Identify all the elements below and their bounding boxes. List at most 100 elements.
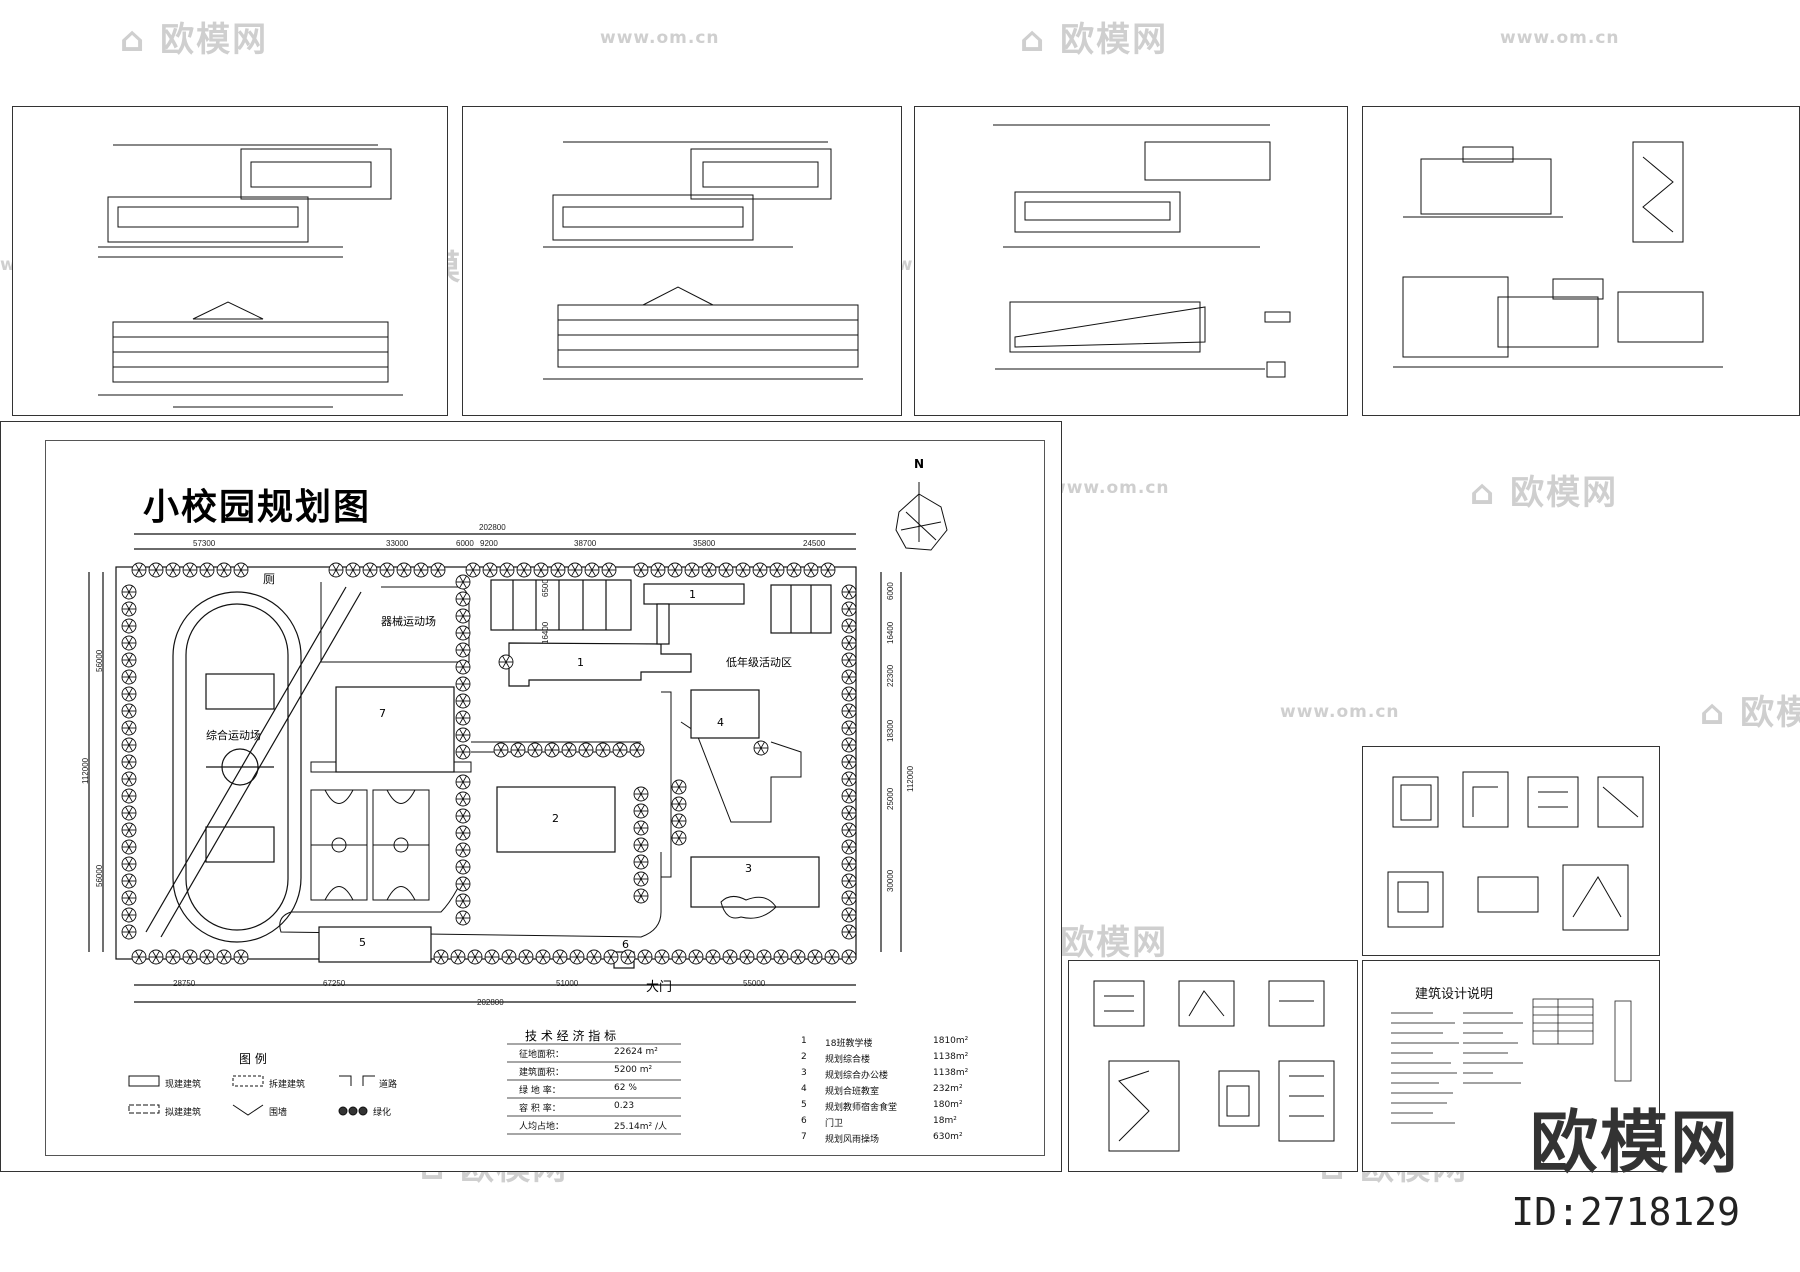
site-plan-linework <box>88 482 948 1135</box>
tech-value: 22624 m² <box>614 1047 658 1057</box>
dim-left: 56000 <box>95 864 104 887</box>
building-list-name: 规划综合办公楼 <box>825 1071 889 1081</box>
sheet-elevations-2 <box>462 106 902 416</box>
running-track <box>172 591 302 943</box>
legend-item: 绿化 <box>373 1108 392 1118</box>
dim-top-seg: 24500 <box>803 539 826 548</box>
dim-top-seg: 33000 <box>386 539 409 548</box>
dim-top-seg: 6000 <box>456 539 474 548</box>
section-drawing <box>1393 141 1723 368</box>
floorplan-drawing <box>993 124 1291 378</box>
building-list-name: 18班教学楼 <box>825 1039 873 1049</box>
building-list-row: 6 门卫 18m² <box>801 1116 981 1132</box>
design-notes-title: 建筑设计说明 <box>1415 987 1494 1002</box>
stair-detail-drawing-2 <box>1093 980 1335 1152</box>
sheet-design-notes: 建筑设计说明 <box>1362 960 1660 1172</box>
design-notes-lines <box>1391 998 1632 1124</box>
tech-label: 绿 地 率： <box>519 1086 561 1096</box>
building-list-no: 6 <box>801 1116 807 1126</box>
building-list-area: 18m² <box>933 1116 957 1126</box>
sheet-floorplans <box>914 106 1348 416</box>
dim-bottom-seg: 55000 <box>743 979 766 988</box>
building-list-area: 630m² <box>933 1132 963 1142</box>
dim-bottom-total: 202800 <box>477 998 504 1007</box>
east-blocks <box>770 584 832 634</box>
watermark-url: www.om.cn <box>1280 702 1400 722</box>
building-list-no: 4 <box>801 1084 807 1094</box>
watermark-logo: ⌂ 欧模网 <box>1020 20 1169 60</box>
building-list-name: 规划合班教室 <box>825 1087 880 1097</box>
watermark-url: www.om.cn <box>600 28 720 48</box>
dim-bottom-seg: 28750 <box>173 979 196 988</box>
tech-table: 征地面积： 22624 m² 建筑面积：5200 m² 绿 地 率： 62 % 容 … <box>519 1044 694 1144</box>
building-list-area: 1138m² <box>933 1052 969 1062</box>
tech-row: 征地面积： 22624 m² <box>519 1044 694 1062</box>
building-list-no: 3 <box>801 1068 807 1078</box>
building-list-area: 180m² <box>933 1100 963 1110</box>
building-list-row: 7 规划风雨操场 630m² <box>801 1132 981 1148</box>
legend-item: 拆建建筑 <box>269 1080 306 1090</box>
watermark-logo: ⌂ 欧模网 <box>1700 693 1800 733</box>
tech-label: 容 积 率： <box>519 1104 561 1114</box>
building-number: 7 <box>379 707 386 720</box>
area-label-sports-field: 综合运动场 <box>206 729 261 742</box>
elevation-drawing-1 <box>98 144 403 408</box>
tech-label: 征地面积： <box>519 1050 565 1060</box>
dim-right: 18300 <box>886 719 895 742</box>
building-list-row: 2 规划综合楼 1138m² <box>801 1052 981 1068</box>
dim-top-seg: 9200 <box>480 539 498 548</box>
dim-left: 56000 <box>95 649 104 672</box>
building-list-name: 规划综合楼 <box>825 1055 871 1065</box>
legend-item: 围墙 <box>269 1108 288 1118</box>
tech-value: 0.23 <box>614 1101 635 1111</box>
site-plan-frame <box>45 440 1045 1156</box>
tech-table-title: 技 术 经 济 指 标 <box>525 1029 617 1043</box>
north-arrow <box>895 482 948 551</box>
tech-value: 25.14m² /人 <box>614 1122 668 1132</box>
resource-id: ID:2718129 <box>1511 1190 1740 1234</box>
dim-left: 112000 <box>81 757 90 784</box>
building-list-name: 门卫 <box>825 1119 844 1129</box>
brand-logo-text: 欧模网 <box>1529 1104 1740 1183</box>
dim-bottom-seg: 67250 <box>323 979 346 988</box>
dim-right: 30000 <box>886 869 895 892</box>
legend-item: 道路 <box>379 1080 398 1090</box>
building-list-no: 2 <box>801 1052 807 1062</box>
watermark-logo: ⌂ 欧模网 <box>120 20 269 60</box>
building-number: 5 <box>359 936 366 949</box>
building-number: 2 <box>552 812 559 825</box>
watermark-url: www.om.cn <box>1050 478 1170 498</box>
plan-title: 小校园规划图 <box>143 487 372 528</box>
sheet-sections <box>1362 106 1800 416</box>
dim-top-total: 202800 <box>479 523 506 532</box>
dim-bottom-seg: 51000 <box>556 979 579 988</box>
building-list-name: 规划风雨操场 <box>825 1135 880 1145</box>
tech-label: 建筑面积： <box>519 1068 565 1078</box>
building-list-no: 1 <box>801 1036 807 1046</box>
dim-right: 16400 <box>886 621 895 644</box>
building-2-outline <box>496 786 616 853</box>
building-list-no: 7 <box>801 1132 807 1142</box>
dim-top-seg: 35800 <box>693 539 716 548</box>
dim-right: 112000 <box>906 765 915 792</box>
tech-table-lines <box>507 1043 681 1135</box>
tech-row: 容 积 率： 0.23 <box>519 1098 694 1116</box>
classroom-blocks <box>490 579 632 631</box>
area-label-junior: 低年级活动区 <box>726 656 792 669</box>
building-4-outline <box>690 689 760 739</box>
sheet-site-plan: 小校园规划图 <box>0 421 1062 1172</box>
building-1a-outline <box>508 642 692 687</box>
tech-value: 62 % <box>614 1083 637 1093</box>
building-list-no: 5 <box>801 1100 807 1110</box>
legend-item: 拟建建筑 <box>165 1108 202 1118</box>
tech-row: 建筑面积：5200 m² <box>519 1062 694 1080</box>
tech-row: 绿 地 率： 62 % <box>519 1080 694 1098</box>
legend-symbols <box>128 1075 375 1116</box>
legend-title: 图 例 <box>239 1052 267 1066</box>
sheet-stair-details-1 <box>1362 746 1660 956</box>
